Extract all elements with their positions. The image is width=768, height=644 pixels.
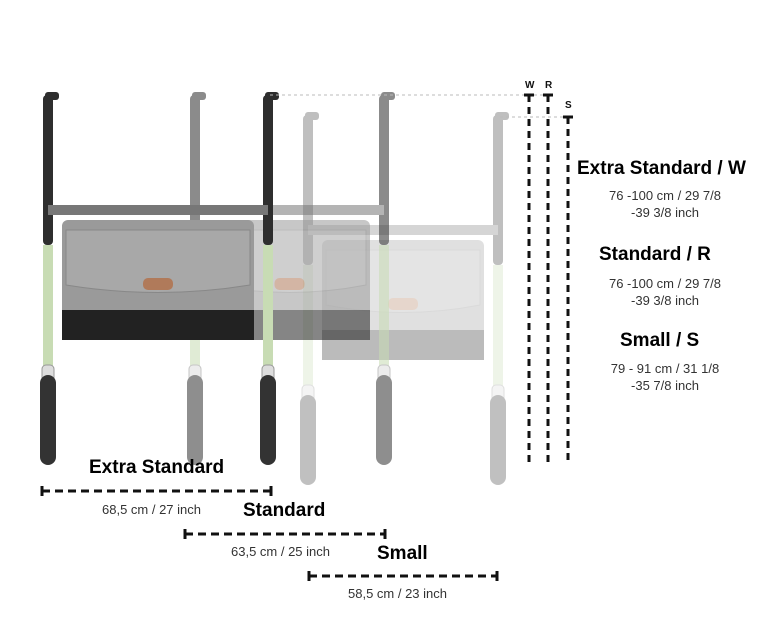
height-title-standard: Standard / R — [599, 244, 711, 265]
wheel — [300, 395, 316, 485]
brand-tag — [388, 298, 418, 310]
height-spec-standard: 76 -100 cm / 29 7/8 -39 3/8 inch — [585, 275, 745, 309]
handle-grip — [495, 112, 509, 120]
column-letter-s: S — [565, 100, 572, 111]
wheel — [187, 375, 203, 465]
seat-frame — [308, 225, 498, 235]
width-title-standard: Standard — [243, 500, 326, 521]
bag-flap — [65, 229, 251, 293]
handle-grip — [192, 92, 206, 100]
handle-grip — [265, 92, 279, 100]
width-title-small: Small — [377, 543, 428, 564]
height-spec-line: -39 3/8 inch — [631, 205, 699, 220]
green-leg — [493, 265, 503, 390]
green-leg — [379, 245, 389, 370]
handle-post — [43, 95, 53, 245]
wheel — [490, 395, 506, 485]
handle-grip — [45, 92, 59, 100]
wheel — [376, 375, 392, 465]
width-measure-standard: 63,5 cm / 25 inch — [231, 544, 330, 559]
green-leg — [43, 245, 53, 370]
wheel — [40, 375, 56, 465]
handle-grip — [381, 92, 395, 100]
height-spec-line: 79 - 91 cm / 31 1/8 — [610, 361, 720, 376]
brand-tag — [143, 278, 173, 290]
wheel-fork — [491, 384, 505, 411]
handle-grip — [305, 112, 319, 120]
height-spec-line: 76 -100 cm / 29 7/8 — [608, 276, 721, 291]
column-letter-r: R — [545, 80, 553, 91]
handle-post — [263, 95, 273, 245]
bag-bottom — [62, 310, 254, 340]
height-spec-line: -39 3/8 inch — [631, 293, 699, 308]
width-title-extra-standard: Extra Standard — [89, 457, 225, 478]
width-measure-small: 58,5 cm / 23 inch — [348, 586, 447, 601]
handle-post — [379, 95, 389, 245]
height-spec-extra-standard: 76 -100 cm / 29 7/8 -39 3/8 inch — [585, 187, 745, 221]
wheel — [260, 375, 276, 465]
height-spec-small: 79 - 91 cm / 31 1/8 -35 7/8 inch — [585, 360, 745, 394]
handle-post — [493, 115, 503, 265]
brand-tag — [274, 278, 305, 290]
seat-frame — [48, 205, 268, 215]
height-title-extra-standard: Extra Standard / W — [577, 158, 746, 179]
wheel-fork — [301, 384, 315, 411]
width-measure-extra-standard: 68,5 cm / 27 inch — [102, 502, 201, 517]
height-spec-line: -35 7/8 inch — [631, 378, 699, 393]
green-leg — [263, 245, 273, 370]
seat-frame — [195, 205, 384, 215]
column-letter-w: W — [525, 80, 535, 91]
rollator-extra-standard — [40, 92, 279, 465]
height-spec-line: 76 -100 cm / 29 7/8 — [608, 188, 721, 203]
height-title-small: Small / S — [620, 330, 700, 351]
